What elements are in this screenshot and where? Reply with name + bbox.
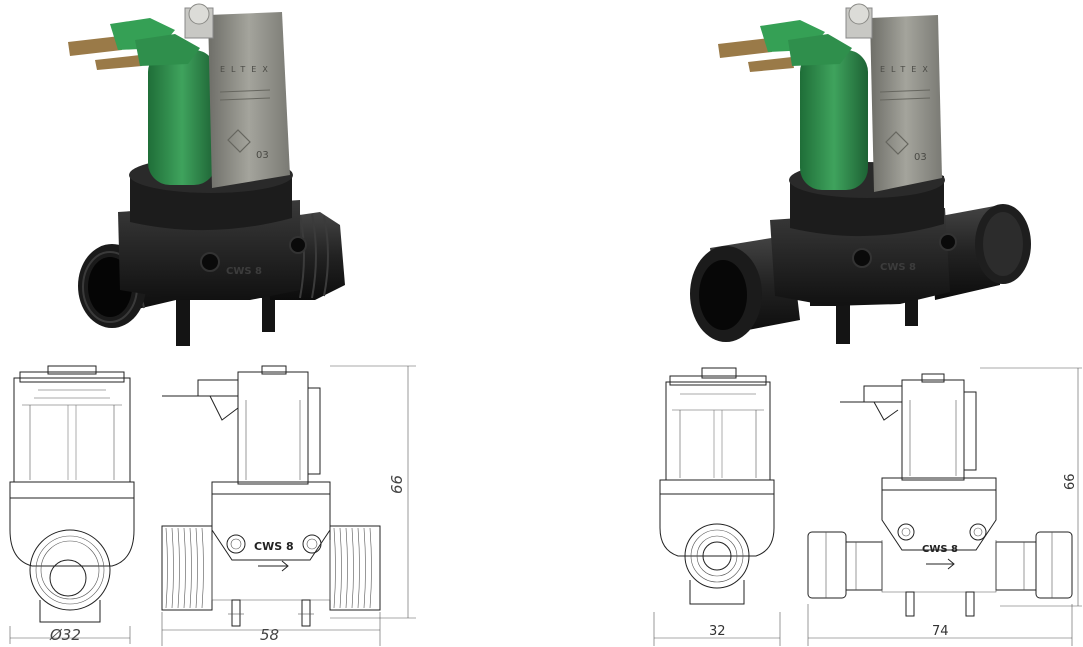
coil-housing [901, 379, 965, 481]
dimension-height: 66 [388, 475, 406, 494]
terminal [68, 36, 122, 56]
right-thread [329, 525, 381, 611]
body-marking: CWS 8 [880, 262, 916, 273]
metal-yoke [208, 12, 290, 188]
thread-line [351, 527, 354, 609]
thread-line [177, 527, 180, 609]
coil-housing [237, 371, 309, 485]
right-front-view: 32 [653, 367, 781, 646]
thread-line [369, 527, 372, 609]
flow-arrow [926, 558, 955, 570]
dimension-height: 66 [1063, 473, 1078, 490]
coil-mark: 03 [256, 150, 269, 161]
body-marking: CWS 8 [922, 544, 958, 555]
left-side-view: CWS 8 58 66 [161, 365, 416, 646]
coil-mark: 03 [914, 152, 927, 163]
thread-line [195, 527, 198, 609]
thread-line [357, 527, 360, 609]
metal-yoke [870, 15, 942, 192]
thread-line [201, 527, 204, 609]
thread-line [165, 527, 168, 609]
thread-line [189, 527, 192, 609]
thread-line [333, 527, 336, 609]
dimension-width: 32 [709, 624, 726, 639]
coil [800, 50, 868, 190]
dimension-diameter: Ø32 [49, 626, 81, 644]
thread-line [345, 527, 348, 609]
left-valve-render: CWS 8 ELTEX 03 [68, 3, 345, 346]
terminal [718, 38, 772, 58]
left-pipe-end [807, 531, 847, 599]
body-marking: CWS 8 [226, 266, 262, 277]
dimension-length: 58 [260, 626, 279, 644]
right-valve-render: CWS 8 ELTEX 03 [690, 3, 1031, 344]
right-pipe-end [1035, 531, 1073, 599]
brand-label: ELTEX [880, 65, 934, 74]
right-side-view: CWS 8 74 66 [807, 367, 1082, 646]
port-circle [684, 523, 750, 589]
left-thread [161, 525, 213, 611]
thread-line [363, 527, 366, 609]
coil [148, 50, 216, 185]
dimension-length: 74 [932, 624, 949, 639]
thread-line [339, 527, 342, 609]
body-marking: CWS 8 [254, 540, 294, 553]
flow-arrow [258, 560, 289, 572]
brand-label: ELTEX [220, 65, 274, 74]
port-circle [29, 529, 111, 611]
thread-line [183, 527, 186, 609]
left-front-view: Ø32 [9, 365, 135, 644]
thread-line [171, 527, 174, 609]
